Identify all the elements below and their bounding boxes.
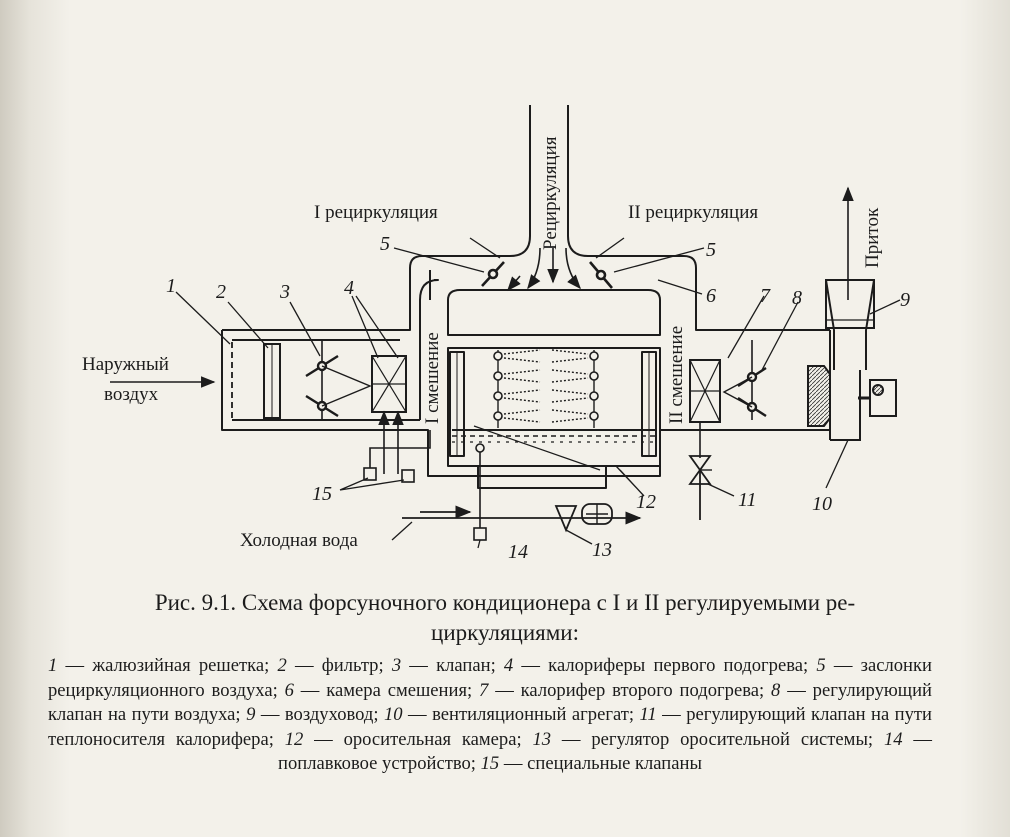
figure-legend: 1 — жалюзийная решетка; 2 — фильтр; 3 — … bbox=[48, 654, 932, 777]
legend-item-number: 9 bbox=[246, 704, 256, 726]
leader-lines bbox=[175, 237, 901, 549]
num-2: 2 bbox=[216, 281, 226, 303]
legend-item-number: 4 bbox=[503, 655, 514, 676]
valve-11 bbox=[688, 455, 712, 520]
legend-item-text: — поплавковое устройство; bbox=[278, 728, 932, 775]
legend-item-number: 12 bbox=[284, 728, 304, 750]
float-device bbox=[473, 443, 487, 541]
legend-item: 7 — калорифер второго подогрева; bbox=[479, 680, 764, 701]
legend-item-number: 6 bbox=[284, 679, 294, 701]
label-outdoor-air-2: воздух bbox=[104, 384, 159, 405]
mixing-chamber-2 bbox=[641, 351, 657, 457]
legend-item-number: 13 bbox=[532, 728, 552, 750]
legend-item-text: — вентиляционный агрегат; bbox=[402, 704, 635, 726]
label-outdoor-air-1: Наружный bbox=[82, 354, 169, 375]
label-mixing-2: II смешение bbox=[666, 326, 687, 424]
legend-item: 5 — заслонки рециркуляционного воздуха; bbox=[48, 655, 932, 701]
legend-item-number: 8 bbox=[771, 679, 781, 701]
legend-item-text: — регулирующий клапан на пути теплоносит… bbox=[48, 704, 932, 750]
legend-item: 6 — камера смешения; bbox=[285, 680, 473, 701]
num-14: 14 bbox=[508, 541, 528, 563]
legend-item-text: — регулятор оросительной системы; bbox=[551, 728, 874, 750]
num-13: 13 bbox=[592, 539, 612, 561]
flow-arrows bbox=[110, 186, 854, 388]
legend-item-text: — камера смешения; bbox=[293, 679, 473, 701]
num-5-left: 5 bbox=[380, 233, 390, 255]
mixing-chamber-1 bbox=[449, 351, 465, 457]
label-recirc-2: II рециркуляция bbox=[628, 202, 758, 223]
legend-item-number: 1 bbox=[48, 655, 58, 676]
legend-item-text: — калориферы первого подогрева; bbox=[513, 655, 809, 676]
num-11: 11 bbox=[738, 489, 757, 511]
num-7: 7 bbox=[760, 285, 771, 307]
legend-item-text: — регулирующий клапан на пути воздуха; bbox=[48, 679, 933, 726]
legend-item: 10 — вентиляционный агрегат; bbox=[384, 704, 634, 725]
filter bbox=[263, 343, 281, 419]
valve-3 bbox=[305, 340, 372, 420]
legend-item: 11 — регулирующий клапан на пути теплоно… bbox=[48, 704, 932, 750]
label-recirc-1: I рециркуляция bbox=[314, 202, 438, 223]
legend-item: 14 — поплавковое устройство; bbox=[278, 729, 932, 775]
num-1: 1 bbox=[166, 275, 176, 297]
num-8: 8 bbox=[792, 287, 802, 309]
legend-item: 4 — калориферы первого подогрева; bbox=[504, 655, 808, 676]
damper-right bbox=[589, 261, 613, 289]
legend-item-text: — жалюзийная решетка; bbox=[57, 655, 270, 676]
legend-item-text: — заслонки рециркуляционного воздуха; bbox=[48, 655, 932, 701]
label-recirculation: Рециркуляция bbox=[540, 136, 561, 250]
caption-line-1: Рис. 9.1. Схема форсуночного кондиционер… bbox=[154, 590, 856, 615]
legend-item-number: 11 bbox=[639, 704, 657, 726]
label-mixing-1: I смешение bbox=[422, 332, 443, 424]
legend-item-text: — оросительная камера; bbox=[303, 728, 522, 750]
legend-item-text: — клапан; bbox=[401, 655, 496, 676]
recirc-arrow-left bbox=[527, 247, 541, 290]
recirc-arrow-right bbox=[565, 247, 581, 290]
air-conditioner-diagram: Рециркуляция I рециркуляция II рециркуля… bbox=[82, 105, 910, 563]
legend-item: 2 — фильтр; bbox=[278, 655, 384, 676]
legend-item-text: — фильтр; bbox=[286, 655, 384, 676]
legend-item-number: 7 bbox=[479, 679, 489, 701]
legend-item: 13 — регулятор оросительной системы; bbox=[532, 729, 873, 750]
cold-water-line bbox=[402, 503, 642, 533]
special-valves bbox=[363, 430, 431, 483]
damper-left bbox=[481, 261, 505, 287]
num-15: 15 bbox=[312, 483, 332, 505]
label-supply: Приток bbox=[862, 207, 883, 268]
legend-item-text: — воздуховод; bbox=[255, 704, 379, 726]
legend-item: 15 — специальные клапаны bbox=[481, 753, 702, 774]
num-12: 12 bbox=[636, 491, 656, 513]
legend-item: 1 — жалюзийная решетка; bbox=[48, 655, 269, 676]
second-heater bbox=[689, 359, 721, 458]
legend-item-number: 2 bbox=[277, 655, 287, 676]
nozzle-columns bbox=[493, 349, 599, 428]
label-cold-water: Холодная вода bbox=[240, 530, 358, 551]
legend-item: 9 — воздуховод; bbox=[246, 704, 378, 725]
legend-item-number: 5 bbox=[816, 655, 826, 676]
valve-8 bbox=[722, 340, 767, 420]
caption-line-2: циркуляциями: bbox=[431, 620, 579, 645]
num-5-right: 5 bbox=[706, 239, 716, 261]
fan-unit bbox=[807, 279, 897, 441]
legend-item: 12 — оросительная камера; bbox=[285, 729, 522, 750]
diagram-labels: Рециркуляция I рециркуляция II рециркуля… bbox=[82, 136, 910, 563]
num-4: 4 bbox=[344, 277, 354, 299]
legend-item: 8 — регулирующий клапан на пути воздуха; bbox=[48, 680, 932, 726]
num-9: 9 bbox=[900, 289, 910, 311]
figure-caption: Рис. 9.1. Схема форсуночного кондиционер… bbox=[60, 588, 950, 648]
legend-item-number: 3 bbox=[391, 655, 402, 676]
legend-item-number: 14 bbox=[883, 728, 903, 750]
spray-chamber bbox=[447, 289, 661, 489]
recirc-arrow-left2 bbox=[507, 275, 521, 292]
num-10: 10 bbox=[812, 493, 832, 515]
num-6: 6 bbox=[706, 285, 716, 307]
legend-item-text: — калорифер второго подогрева; bbox=[488, 679, 765, 701]
num-3: 3 bbox=[279, 281, 290, 303]
legend-item: 3 — клапан; bbox=[392, 655, 496, 676]
first-heater bbox=[371, 355, 407, 474]
legend-item-number: 15 bbox=[480, 753, 500, 775]
legend-item-text: — специальные клапаны bbox=[499, 753, 702, 775]
legend-item-number: 10 bbox=[384, 704, 403, 726]
